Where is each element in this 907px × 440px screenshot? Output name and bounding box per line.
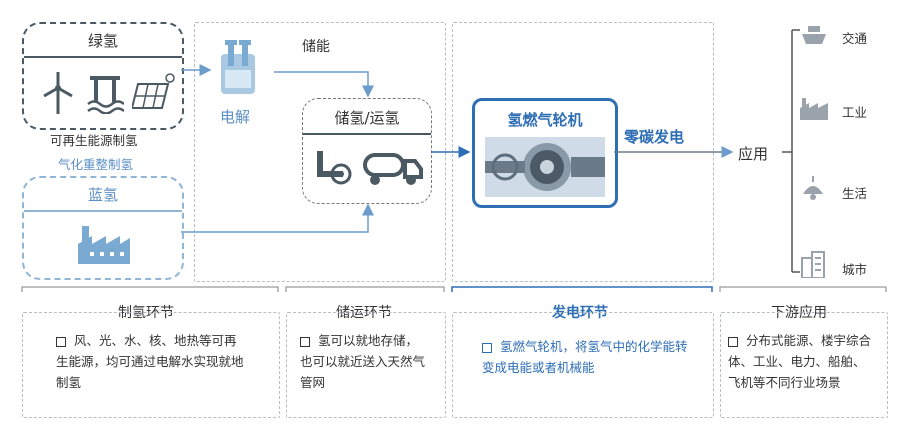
app-item-transport: 交通	[842, 31, 868, 46]
gas-turbine-image	[485, 137, 605, 197]
bullet-square-icon	[482, 342, 492, 353]
industry-factory-icon	[800, 98, 828, 120]
ship-icon	[802, 26, 826, 44]
app-item-industry: 工业	[842, 105, 868, 120]
section-desc-downstream: 分布式能源、楼宇综合体、工业、电力、船舶、飞机等不同行业场景	[728, 333, 872, 390]
wind-turbine-icon	[43, 72, 73, 114]
pipeline-icon	[317, 151, 352, 185]
tanker-truck-icon	[363, 153, 423, 185]
hydro-dam-icon	[87, 76, 124, 114]
section-desc-generation: 氢燃气轮机，将氢气中的化学能转变成电能或者机械能	[482, 339, 688, 375]
bullet-square-icon	[300, 336, 310, 347]
app-item-city: 城市	[842, 262, 868, 277]
blue-divider	[24, 210, 182, 212]
bullet-square-icon	[728, 336, 738, 347]
blue-hydrogen-title: 蓝氢	[87, 186, 118, 204]
factory-icon	[78, 226, 130, 264]
green-divider	[24, 56, 182, 58]
electrolyzer-icon	[221, 40, 255, 94]
application-label: 应用	[738, 145, 769, 163]
section-box-downstream	[720, 312, 888, 418]
storage-transport-title: 储氢/运氢	[334, 109, 400, 127]
green-hydrogen-sub2: 气化重整制氢	[58, 157, 134, 172]
electrolysis-label: 电解	[220, 108, 251, 126]
zero-carbon-label: 零碳发电	[624, 128, 685, 146]
storage-transport-divider	[303, 133, 431, 135]
section-desc-storage: 氢可以就地存储，也可以就近送入天然气管网	[300, 333, 426, 390]
app-item-living: 生活	[842, 186, 868, 201]
turbine-title: 氢燃气轮机	[507, 111, 583, 129]
storage-title: 储能	[302, 39, 330, 55]
turbine-box: 氢燃气轮机	[472, 98, 618, 208]
section-box-generation	[452, 312, 714, 418]
blue-hydrogen-box: 蓝氢	[22, 176, 184, 280]
building-icon	[801, 251, 825, 278]
section-desc-production: 风、光、水、核、地热等可再生能源，均可通过电解水实现就地制氢	[56, 333, 244, 390]
green-hydrogen-sub1: 可再生能源制氢	[50, 133, 138, 148]
bullet-square-icon	[56, 336, 66, 347]
section-box-production	[22, 312, 280, 418]
green-hydrogen-title: 绿氢	[87, 32, 118, 50]
green-hydrogen-box: 绿氢	[22, 22, 184, 130]
solar-panel-icon	[132, 73, 175, 109]
lamp-icon	[803, 176, 823, 200]
section-box-storage	[286, 312, 446, 418]
